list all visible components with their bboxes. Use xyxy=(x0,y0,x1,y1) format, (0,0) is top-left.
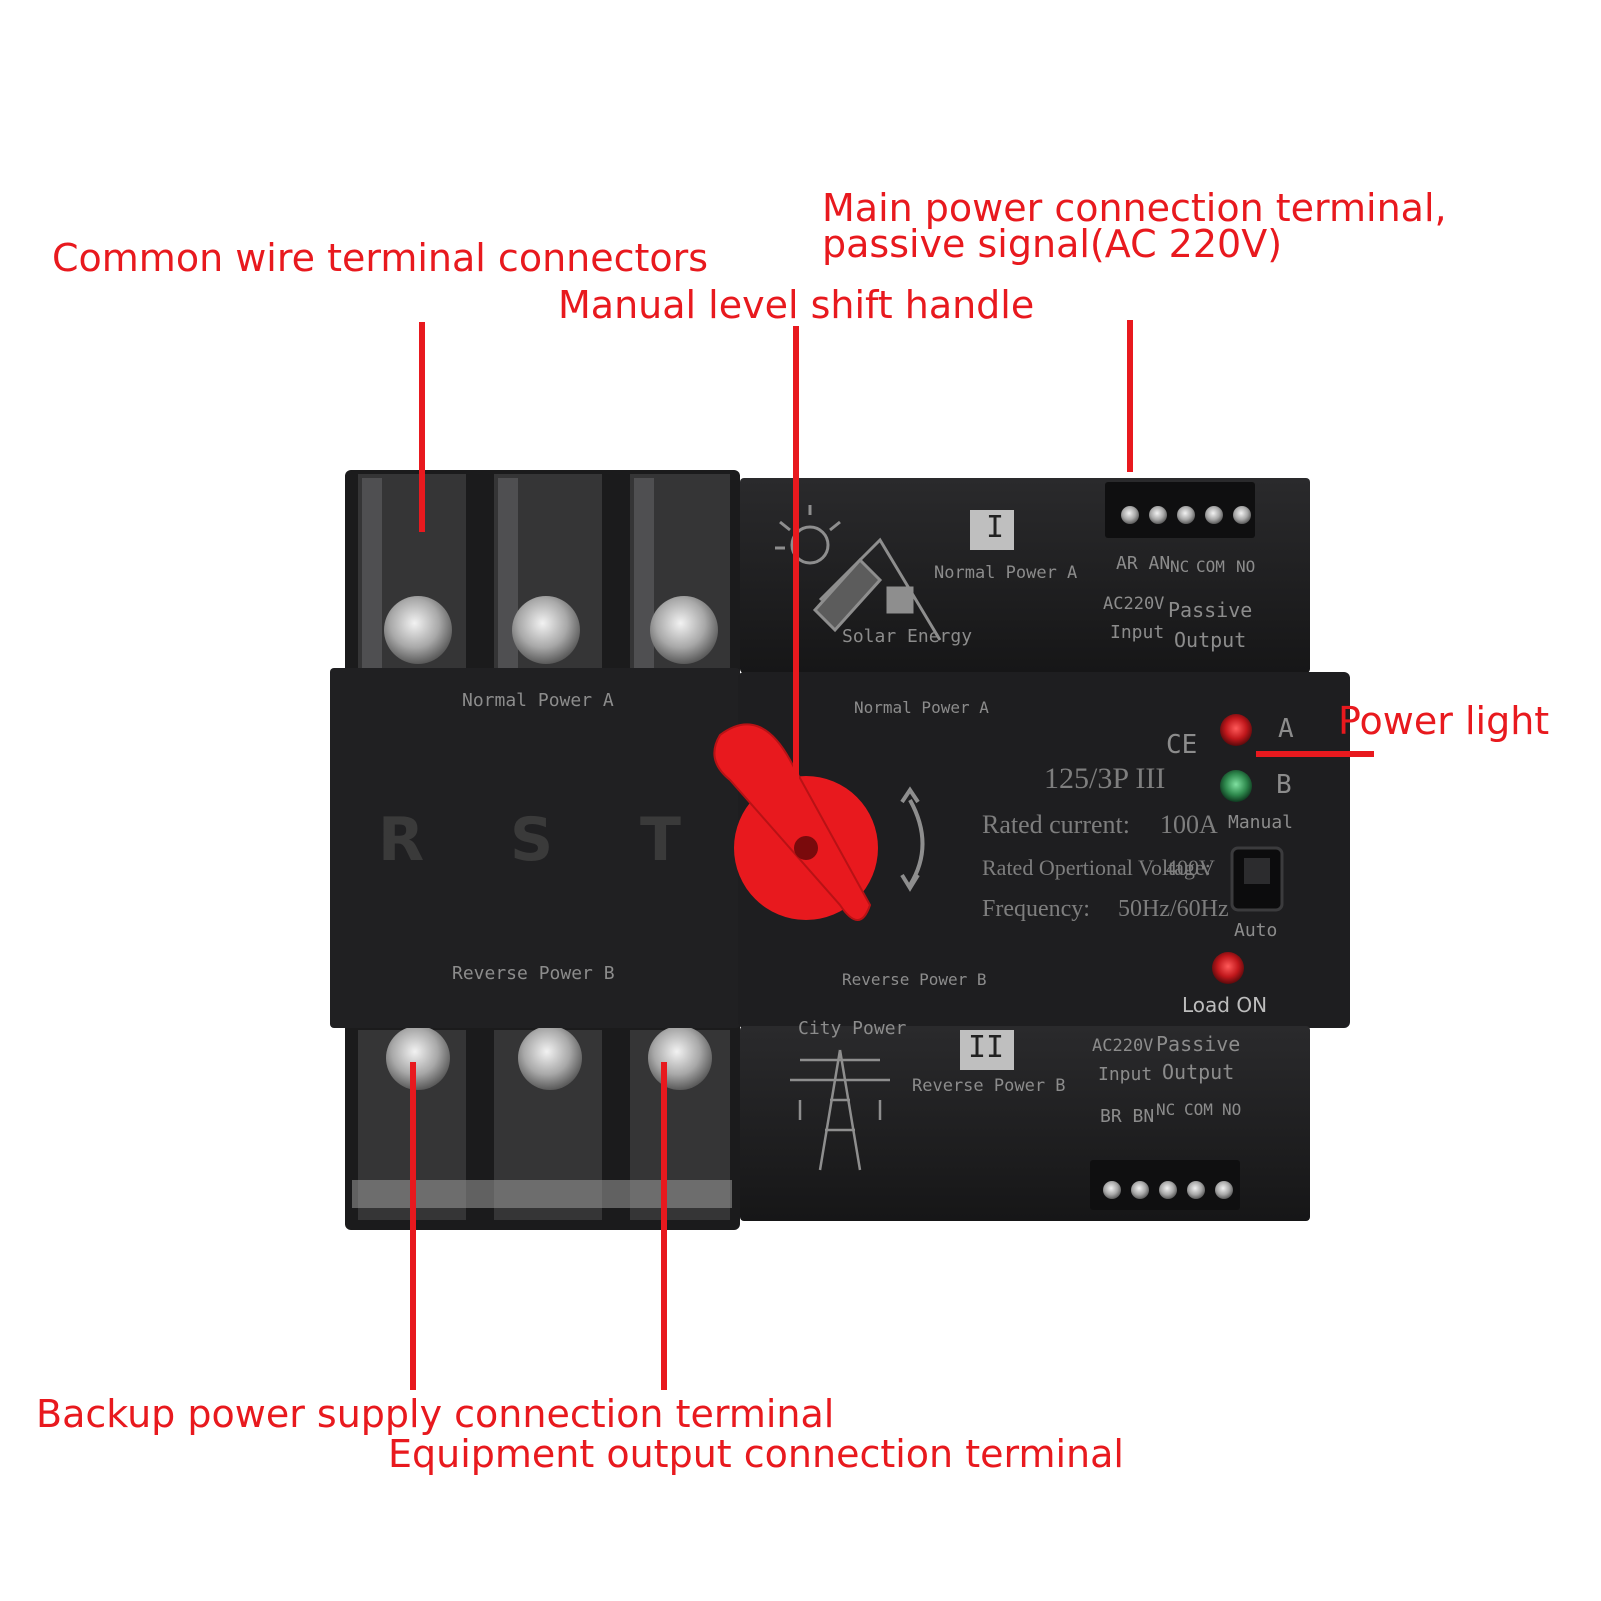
leader-backup xyxy=(410,1062,416,1390)
phase-label-t: T xyxy=(640,805,681,875)
rated-current-label: Rated current: xyxy=(982,810,1130,839)
callout-common-wire: Common wire terminal connectors xyxy=(52,236,709,280)
callout-equipment-output: Equipment output connection terminal xyxy=(388,1432,1124,1476)
roman-one: I xyxy=(986,510,1005,545)
solar-energy-label: Solar Energy xyxy=(842,626,973,647)
ce-mark: CE xyxy=(1166,730,1198,760)
top-ac220v: AC220V xyxy=(1103,594,1165,614)
led-b xyxy=(1220,770,1252,802)
center-normal-power-a: Normal Power A xyxy=(854,698,989,717)
leader-power-light xyxy=(1256,751,1374,757)
top-output: Output xyxy=(1174,628,1247,652)
rated-current-value: 100A xyxy=(1160,810,1218,839)
screw-bottom-r xyxy=(386,1026,450,1090)
bottom-passive: Passive xyxy=(1156,1032,1241,1056)
top-no: NO xyxy=(1236,557,1256,576)
lower-reverse-power-b: Reverse Power B xyxy=(912,1076,1066,1096)
top-ar-an: AR AN xyxy=(1116,553,1171,574)
city-power-label: City Power xyxy=(798,1018,907,1039)
load-on-label: Load ON xyxy=(1182,993,1268,1017)
manual-label: Manual xyxy=(1228,812,1294,833)
callout-main-power-line1: Main power connection terminal, xyxy=(822,186,1447,230)
frequency-value: 50Hz/60Hz xyxy=(1118,896,1229,922)
phase-label-r: R xyxy=(378,805,425,875)
screw-top-t xyxy=(650,596,718,664)
callout-backup-power: Backup power supply connection terminal xyxy=(36,1392,835,1436)
indicator-a-label: A xyxy=(1278,714,1294,744)
screw-bottom-t xyxy=(648,1026,712,1090)
rated-voltage-label: Rated Opertional Voltage: xyxy=(982,855,1211,880)
cover-reverse-power-b: Reverse Power B xyxy=(452,963,615,984)
top-input: Input xyxy=(1110,622,1165,643)
top-com: COM xyxy=(1196,557,1225,576)
callout-power-light: Power light xyxy=(1338,699,1550,743)
callout-main-power-line2: passive signal(AC 220V) xyxy=(822,222,1283,266)
phase-label-s: S xyxy=(510,805,554,875)
callout-manual-handle: Manual level shift handle xyxy=(558,283,1035,327)
bottom-output: Output xyxy=(1162,1060,1235,1084)
bottom-ac220v: AC220V xyxy=(1092,1036,1154,1056)
rated-voltage-value: 400V xyxy=(1166,855,1215,880)
leader-common-wire xyxy=(419,322,425,532)
leader-manual-handle xyxy=(793,326,799,784)
led-a xyxy=(1220,714,1252,746)
indicator-b-label: B xyxy=(1276,770,1292,800)
center-module xyxy=(738,672,1350,1028)
city-power-icon xyxy=(790,1049,890,1171)
bottom-no: NO xyxy=(1222,1100,1242,1119)
top-passive: Passive xyxy=(1168,598,1253,622)
rst-front-cover xyxy=(330,668,740,1028)
bottom-nc: NC xyxy=(1156,1100,1176,1119)
screw-bottom-s xyxy=(518,1026,582,1090)
screw-top-s xyxy=(512,596,580,664)
leader-equipment xyxy=(661,1062,667,1390)
screw-top-r xyxy=(384,596,452,664)
led-load xyxy=(1212,952,1244,984)
upper-normal-power-a: Normal Power A xyxy=(934,563,1078,583)
leader-main-power xyxy=(1127,320,1133,472)
center-reverse-power-b: Reverse Power B xyxy=(842,970,987,989)
cover-normal-power-a: Normal Power A xyxy=(462,690,614,711)
top-nc: NC xyxy=(1170,557,1190,576)
bottom-com: COM xyxy=(1184,1100,1213,1119)
model-label: 125/3P III xyxy=(1044,762,1166,795)
bottom-br-bn: BR BN xyxy=(1100,1106,1155,1127)
bottom-input: Input xyxy=(1098,1064,1153,1085)
manual-handle xyxy=(713,723,878,921)
solar-energy-icon xyxy=(775,505,942,641)
auto-label: Auto xyxy=(1234,920,1278,941)
roman-two: II xyxy=(968,1030,1005,1065)
frequency-label: Frequency: xyxy=(982,896,1090,922)
